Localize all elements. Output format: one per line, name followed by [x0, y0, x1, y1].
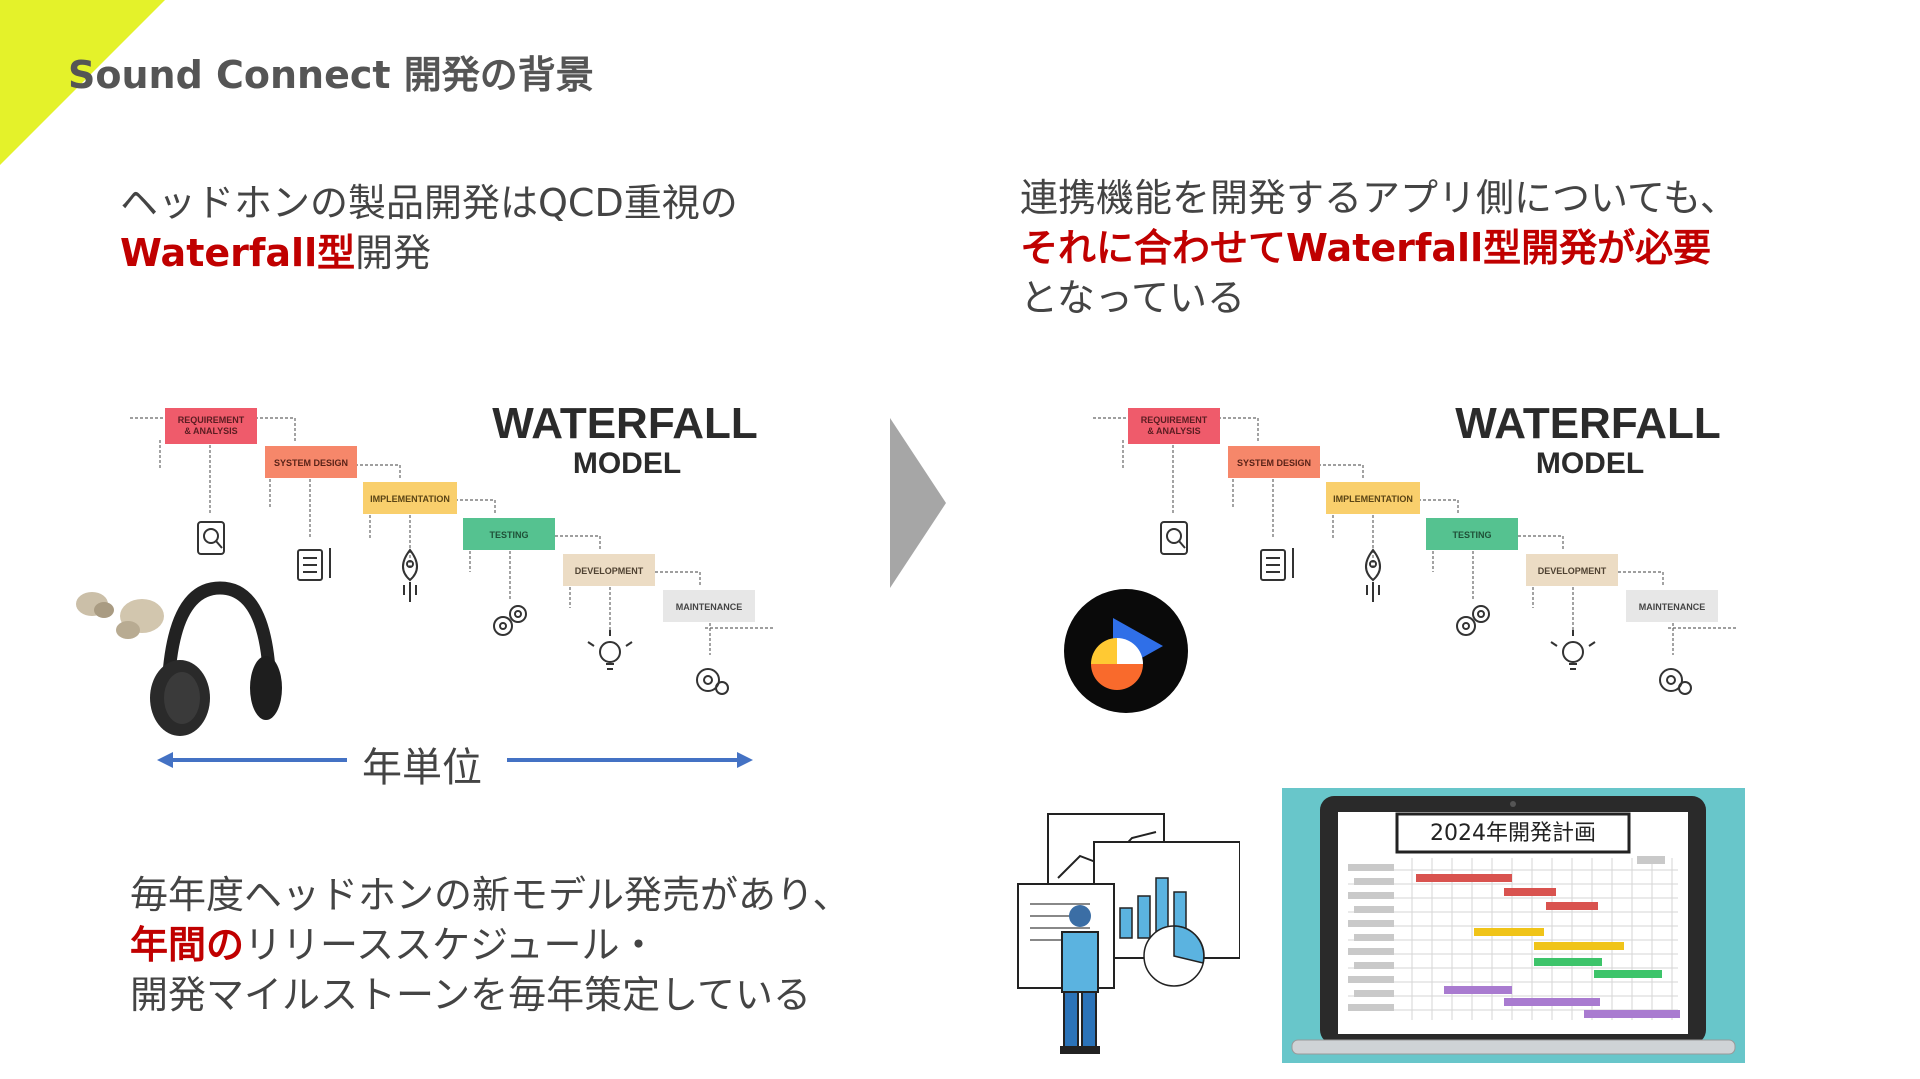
- app-logo-icon: [1064, 589, 1188, 713]
- step-system-design-box: [265, 446, 357, 478]
- waterfall-subtitle: MODEL: [1536, 447, 1644, 480]
- left-intro-highlight: Waterfall型: [120, 231, 356, 275]
- phase-icons: [1160, 521, 1692, 695]
- step-testing: TESTING: [463, 518, 555, 550]
- left-bottom-text: 毎年度ヘッドホンの新モデル発売があり、 年間のリリーススケジュール・ 開発マイル…: [130, 870, 850, 1020]
- step-development-box: [1526, 554, 1618, 586]
- step-system-design-box: [1228, 446, 1320, 478]
- pie-graph-icon: [1143, 925, 1205, 987]
- step-development-box: [563, 554, 655, 586]
- laptop-icon: 2024年開発計画: [1291, 796, 1736, 1055]
- step-system-design: SYSTEM DESIGN: [1228, 446, 1320, 478]
- step-development-label: DEVELOPMENT: [1538, 566, 1607, 576]
- step-implementation-box: [363, 482, 457, 514]
- step-implementation: IMPLEMENTATION: [1326, 482, 1420, 514]
- waterfall-title: WATERFALL: [1455, 399, 1721, 448]
- waterfall-connectors: [130, 417, 775, 655]
- laptop-gantt-illustration: 2024年開発計画: [1282, 788, 1745, 1063]
- step-requirement: REQUIREMENT & ANALYSIS: [165, 408, 257, 444]
- step-testing-label: TESTING: [1452, 530, 1491, 540]
- person-icon: [1060, 905, 1100, 1054]
- lightbulb-icon: [587, 630, 633, 670]
- timespan-arrow: [157, 752, 753, 768]
- gantt-row-labels: [1348, 856, 1665, 1011]
- step-implementation: IMPLEMENTATION: [363, 482, 457, 514]
- right-intro-line1: 連携機能を開発するアプリ側についても、: [1020, 176, 1738, 220]
- left-intro-line1: ヘッドホンの製品開発はQCD重視の: [120, 181, 738, 225]
- document-pencil-icon: [297, 548, 331, 581]
- step-development: DEVELOPMENT: [563, 554, 655, 586]
- step-testing: TESTING: [1426, 518, 1518, 550]
- step-maintenance-label: MAINTENANCE: [676, 602, 743, 612]
- gantt-bars: [1416, 874, 1680, 1018]
- transition-arrow: [890, 418, 946, 588]
- step-maintenance: MAINTENANCE: [663, 590, 755, 622]
- gear-settings-icon: [1659, 668, 1692, 695]
- waterfall-title: WATERFALL: [492, 399, 758, 448]
- left-intro: ヘッドホンの製品開発はQCD重視の Waterfall型開発: [120, 178, 738, 278]
- corner-accent: [0, 0, 165, 165]
- chart-boards: [1017, 813, 1240, 989]
- waterfall-steps: REQUIREMENT & ANALYSIS SYSTEM DESIGN IMP…: [165, 408, 755, 622]
- step-development: DEVELOPMENT: [1526, 554, 1618, 586]
- step-requirement-label: REQUIREMENT: [178, 415, 245, 425]
- rocket-icon: [402, 548, 418, 602]
- left-bottom-line2: 年間のリリーススケジュール・: [130, 920, 850, 970]
- slide-title: Sound Connect 開発の背景: [68, 53, 594, 97]
- left-intro-line2: Waterfall型開発: [120, 228, 738, 278]
- phase-icons: [197, 521, 729, 695]
- step-maintenance-box: [1626, 590, 1718, 622]
- step-testing-box: [1426, 518, 1518, 550]
- step-testing-label: TESTING: [489, 530, 528, 540]
- magnifier-doc-icon: [197, 521, 225, 555]
- lightbulb-icon: [1550, 630, 1596, 670]
- headphones-icon: [150, 581, 282, 736]
- step-requirement-box: [1128, 408, 1220, 444]
- presenter-illustration: [1017, 813, 1240, 1054]
- waterfall-diagram-right: REQUIREMENT & ANALYSIS SYSTEM DESIGN IMP…: [1093, 399, 1738, 695]
- right-intro-line3: となっている: [1020, 276, 1245, 320]
- step-system-design: SYSTEM DESIGN: [265, 446, 357, 478]
- waterfall-connectors: [1093, 417, 1738, 655]
- step-requirement-box: [165, 408, 257, 444]
- right-intro-highlight: それに合わせてWaterfall型開発が必要: [1020, 226, 1712, 270]
- step-development-label: DEVELOPMENT: [575, 566, 644, 576]
- left-intro-rest: 開発: [355, 231, 432, 275]
- step-maintenance-box: [663, 590, 755, 622]
- step-maintenance: MAINTENANCE: [1626, 590, 1718, 622]
- earbuds-headphones-illustration: [76, 581, 282, 736]
- left-bottom-line1: 毎年度ヘッドホンの新モデル発売があり、: [130, 873, 851, 917]
- step-implementation-label: IMPLEMENTATION: [1333, 494, 1413, 504]
- step-implementation-box: [1326, 482, 1420, 514]
- rocket-icon: [1365, 548, 1381, 602]
- step-system-design-label: SYSTEM DESIGN: [1237, 458, 1311, 468]
- waterfall-diagram-left: REQUIREMENT & ANALYSIS SYSTEM DESIGN IMP…: [130, 399, 775, 695]
- step-system-design-label: SYSTEM DESIGN: [274, 458, 348, 468]
- plan-title: 2024年開発計画: [1430, 821, 1596, 846]
- left-bottom-highlight: 年間の: [130, 923, 245, 967]
- left-bottom-line3: 開発マイルストーンを毎年策定している: [130, 973, 811, 1017]
- magnifier-doc-icon: [1160, 521, 1188, 555]
- step-requirement-label-2: & ANALYSIS: [1147, 426, 1200, 436]
- earbuds-icon: [76, 592, 164, 639]
- step-testing-box: [463, 518, 555, 550]
- waterfall-subtitle: MODEL: [573, 447, 681, 480]
- gears-icon: [1456, 605, 1490, 636]
- waterfall-steps: REQUIREMENT & ANALYSIS SYSTEM DESIGN IMP…: [1128, 408, 1718, 622]
- step-requirement-label: REQUIREMENT: [1141, 415, 1208, 425]
- gantt-grid: [1348, 858, 1678, 1020]
- timespan-label: 年単位: [362, 745, 482, 791]
- gears-icon: [493, 605, 527, 636]
- step-implementation-label: IMPLEMENTATION: [370, 494, 450, 504]
- step-maintenance-label: MAINTENANCE: [1639, 602, 1706, 612]
- gear-settings-icon: [696, 668, 729, 695]
- document-pencil-icon: [1260, 548, 1294, 581]
- left-bottom-line2-rest: リリーススケジュール・: [244, 923, 658, 967]
- right-intro: 連携機能を開発するアプリ側についても、 それに合わせてWaterfall型開発が…: [1020, 173, 1738, 323]
- step-requirement: REQUIREMENT & ANALYSIS: [1128, 408, 1220, 444]
- step-requirement-label-2: & ANALYSIS: [184, 426, 237, 436]
